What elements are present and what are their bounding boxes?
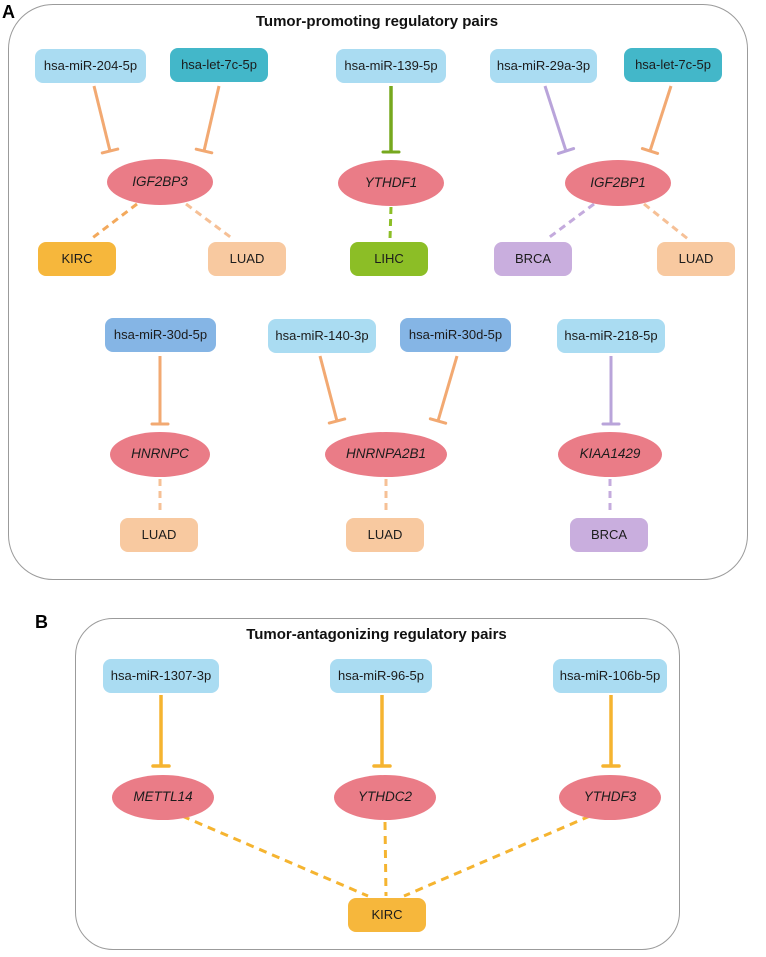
mirna-box-mir139: hsa-miR-139-5p [336,49,446,83]
regulator-ellipse-ythdf3: YTHDF3 [559,775,661,820]
mirna-box-mir30d-b: hsa-miR-30d-5p [400,318,511,352]
panel-a-label: A [2,2,15,22]
mirna-box-mir30d-a: hsa-miR-30d-5p [105,318,216,352]
mirna-box-mir204: hsa-miR-204-5p [35,49,146,83]
panel-b-title: Tumor-antagonizing regulatory pairs [246,626,507,643]
mirna-box-mir218: hsa-miR-218-5p [557,319,665,353]
mirna-box-let7c-a: hsa-let-7c-5p [170,48,268,82]
cancer-box-luad-b: LUAD [657,242,735,276]
mirna-box-mir1307: hsa-miR-1307-3p [103,659,219,693]
mirna-box-mir106b: hsa-miR-106b-5p [553,659,667,693]
panel-b-label: B [35,612,48,632]
regulator-ellipse-igf2bp3: IGF2BP3 [107,159,213,205]
cancer-box-lihc: LIHC [350,242,428,276]
cancer-box-luad-a: LUAD [208,242,286,276]
regulator-ellipse-hnrnpa2b1: HNRNPA2B1 [325,432,447,477]
cancer-box-luad-c: LUAD [120,518,198,552]
regulator-ellipse-mettl14: METTL14 [112,775,214,820]
cancer-box-kirc-b: KIRC [348,898,426,932]
mirna-box-mir140: hsa-miR-140-3p [268,319,376,353]
regulator-ellipse-ythdf1: YTHDF1 [338,160,444,206]
panel-a-border [8,4,748,580]
regulator-ellipse-hnrnpc: HNRNPC [110,432,210,477]
mirna-box-let7c-b: hsa-let-7c-5p [624,48,722,82]
regulator-ellipse-kiaa1429: KIAA1429 [558,432,662,477]
cancer-box-kirc-a: KIRC [38,242,116,276]
mirna-box-mir96: hsa-miR-96-5p [330,659,432,693]
panel-a-title: Tumor-promoting regulatory pairs [255,13,499,30]
regulator-ellipse-ythdc2: YTHDC2 [334,775,436,820]
panel-b-border [75,618,680,950]
regulator-ellipse-igf2bp1: IGF2BP1 [565,160,671,206]
cancer-box-brca-b: BRCA [570,518,648,552]
cancer-box-brca-a: BRCA [494,242,572,276]
mirna-box-mir29a: hsa-miR-29a-3p [490,49,597,83]
cancer-box-luad-d: LUAD [346,518,424,552]
